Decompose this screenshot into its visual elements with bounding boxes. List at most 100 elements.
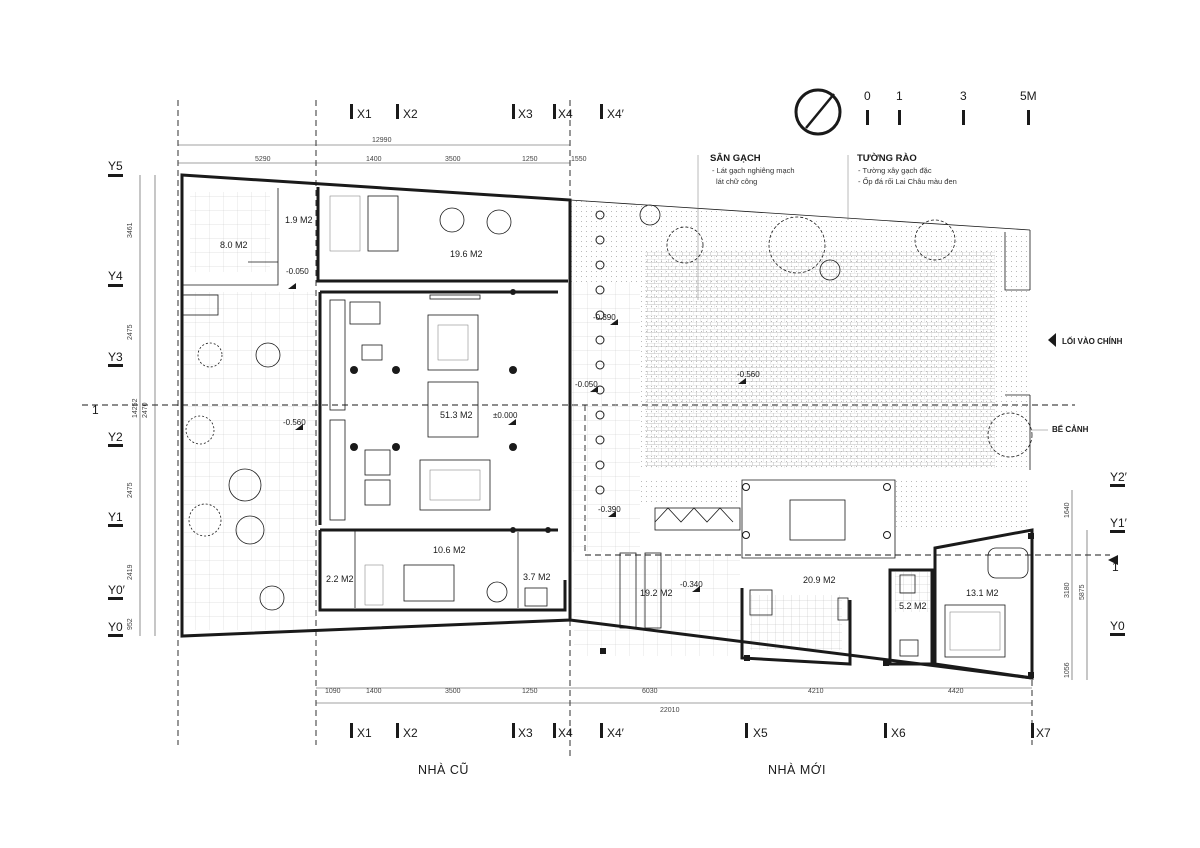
axis-y2p: Y2′ [1110, 470, 1128, 484]
north-arrow-icon [794, 88, 842, 136]
level-7: -0.390 [598, 505, 621, 514]
axis-y1: Y1 [108, 510, 123, 524]
furniture [182, 195, 1029, 658]
annotations: SÂN GẠCH - Lát gạch nghiêng mạch lát chữ… [418, 152, 1123, 777]
axis-x1-bottom: X1 [357, 726, 372, 740]
san-gach-title: SÂN GẠCH [710, 152, 761, 164]
walls [180, 173, 1034, 680]
room-area-10-6: 10.6 M2 [433, 545, 466, 555]
scale-labels: 0 1 3 5M [864, 89, 1037, 103]
room-area-13-1: 13.1 M2 [966, 588, 999, 598]
section-mark-left: 1 [92, 403, 99, 417]
axis-y0-right: Y0 [1110, 619, 1125, 633]
dim-top-2: 1400 [366, 156, 382, 163]
section-mark-right: 1 [1112, 560, 1119, 574]
level-4: ±0.000 [493, 411, 518, 420]
dimension-texts: 12990 5290 1400 3500 1250 1550 1090 1400… [127, 137, 1086, 714]
axis-x7: X7 [1036, 726, 1051, 740]
room-area-1-9: 1.9 M2 [285, 215, 313, 225]
dim-left-2: 2475 [127, 324, 134, 340]
dim-left-total: 14252 [132, 398, 139, 418]
level-marks: -0.050 -0.390 -0.050 ±0.000 -0.560 -0.56… [283, 267, 760, 589]
dim-bottom-4: 1250 [522, 688, 538, 695]
room-area-19-2: 19.2 M2 [640, 588, 673, 598]
axis-y2: Y2 [108, 430, 123, 444]
dim-bottom-3: 3500 [445, 688, 461, 695]
axis-x6: X6 [891, 726, 906, 740]
scale-3: 3 [960, 89, 967, 103]
level-3: -0.050 [575, 380, 598, 389]
tuong-rao-title: TƯỜNG RÀO [857, 152, 917, 164]
dim-bottom-5: 6030 [642, 688, 658, 695]
axis-x4-bottom: X4 [558, 726, 573, 740]
scale-0: 0 [864, 89, 871, 103]
scale-bar [866, 110, 1030, 125]
axis-y1p: Y1′ [1110, 516, 1128, 530]
new-house-label: NHÀ MỚI [768, 762, 826, 777]
dim-right-lower-1: 3180 [1064, 582, 1071, 598]
san-gach-note-2: lát chữ công [716, 177, 757, 186]
room-area-51-3: 51.3 M2 [440, 410, 473, 420]
trees [185, 204, 1033, 611]
dim-right-total: 5875 [1079, 584, 1086, 600]
level-2: -0.390 [593, 313, 616, 322]
markers [288, 283, 1118, 592]
level-6: -0.560 [283, 418, 306, 427]
room-area-2-2: 2.2 M2 [326, 574, 354, 584]
dim-left-6: 952 [127, 618, 134, 630]
scale-1: 1 [896, 89, 903, 103]
room-area-5-2: 5.2 M2 [899, 601, 927, 611]
axis-y4: Y4 [108, 269, 123, 283]
dim-left-3: 2470 [142, 402, 149, 418]
room-areas: 8.0 M2 1.9 M2 19.6 M2 51.3 M2 10.6 M2 2.… [220, 215, 999, 611]
entrance-label: LỐI VÀO CHÍNH [1062, 336, 1123, 346]
axis-y0p: Y0′ [108, 583, 126, 597]
dim-top-5: 1550 [571, 156, 587, 163]
axis-ticks [108, 104, 1125, 738]
dim-bottom-7: 4420 [948, 688, 964, 695]
axis-x4p-bottom: X4′ [607, 726, 625, 740]
dim-bottom-2: 1400 [366, 688, 382, 695]
dim-right-upper: 1640 [1064, 502, 1071, 518]
level-1: -0.050 [286, 267, 309, 276]
columns [350, 210, 1034, 678]
dim-bottom-6: 4210 [808, 688, 824, 695]
axis-x3-bottom: X3 [518, 726, 533, 740]
dim-top-1: 5290 [255, 156, 271, 163]
axis-x5: X5 [753, 726, 768, 740]
entrance-arrow-icon [1048, 333, 1056, 347]
axis-x3-top: X3 [518, 107, 533, 121]
axis-x4-top: X4 [558, 107, 573, 121]
old-house-label: NHÀ CŨ [418, 762, 469, 777]
room-area-3-7: 3.7 M2 [523, 572, 551, 582]
dim-right-lower-2: 1056 [1064, 662, 1071, 678]
axis-x2-top: X2 [403, 107, 418, 121]
room-area-8-0: 8.0 M2 [220, 240, 248, 250]
axis-x4p-top: X4′ [607, 107, 625, 121]
dim-left-4: 2475 [127, 482, 134, 498]
axis-y5: Y5 [108, 159, 123, 173]
pond-label: BỂ CẢNH [1052, 425, 1089, 434]
dimension-lines [139, 144, 1088, 704]
axis-labels: X1 X2 X3 X4 X4′ X1 X2 X3 X4 X4′ X5 X6 X7… [92, 107, 1128, 740]
dim-top-4: 1250 [522, 156, 538, 163]
room-area-19-6: 19.6 M2 [450, 249, 483, 259]
level-5: -0.560 [737, 370, 760, 379]
tuong-rao-note-2: - Ốp đá rối Lai Châu màu đen [858, 176, 957, 186]
level-8: -0.340 [680, 580, 703, 589]
dim-top-total: 12990 [372, 137, 392, 144]
scale-5m: 5M [1020, 89, 1037, 103]
dim-left-5: 2419 [127, 564, 134, 580]
dim-bottom-1: 1090 [325, 688, 341, 695]
dim-top-3: 3500 [445, 156, 461, 163]
dim-bottom-total: 22010 [660, 707, 680, 714]
axis-y0: Y0 [108, 620, 123, 634]
axis-x2-bottom: X2 [403, 726, 418, 740]
dim-left-1: 3461 [127, 222, 134, 238]
tuong-rao-note-1: - Tường xây gạch đặc [858, 166, 932, 175]
room-area-20-9: 20.9 M2 [803, 575, 836, 585]
axis-x1-top: X1 [357, 107, 372, 121]
floor-textures [184, 192, 1030, 656]
axis-y3: Y3 [108, 350, 123, 364]
